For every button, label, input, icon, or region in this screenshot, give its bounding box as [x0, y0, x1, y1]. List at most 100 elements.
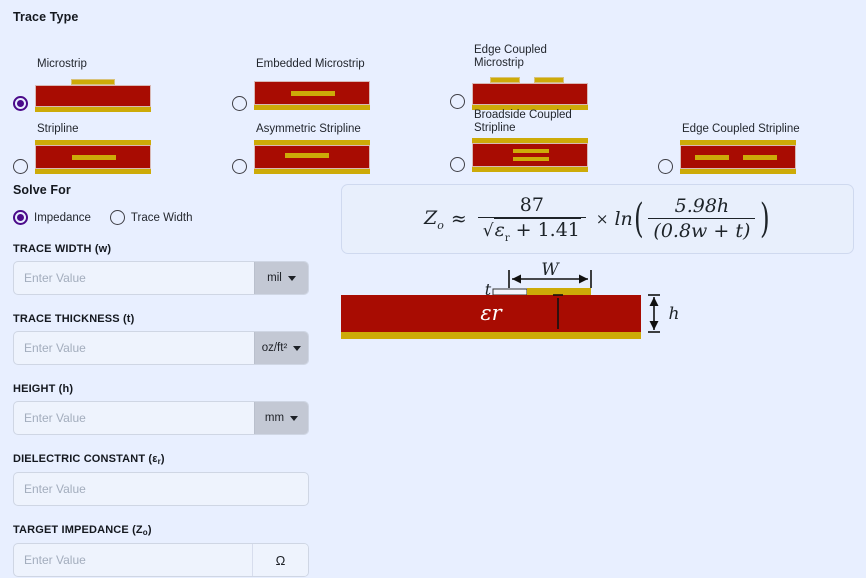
- trace-option-edge-coupled-stripline[interactable]: Edge Coupled Stripline: [658, 123, 800, 174]
- field-dielectric-constant[interactable]: [13, 472, 309, 506]
- input-dielectric-constant[interactable]: [14, 473, 308, 505]
- xs-ground-plane: [35, 106, 151, 112]
- radio-asymmetric-stripline[interactable]: [232, 158, 247, 174]
- xs-signal-trace: [285, 152, 329, 158]
- formula-inner-denominator: (0.8w + t): [648, 218, 756, 242]
- xs-ground-plane-top: [472, 138, 588, 143]
- solve-for-title: Solve For: [13, 183, 71, 197]
- trace-option-label: Microstrip: [37, 58, 87, 70]
- xs-ground-plane-bottom: [35, 168, 151, 174]
- impedance-formula: Zo ≈ 87 √εr + 1.41 × ln ( 5.98h (0.8w + …: [424, 194, 771, 244]
- input-target-impedance[interactable]: [14, 544, 252, 576]
- field-trace-width[interactable]: mil: [13, 261, 309, 295]
- microstrip-cross-section: [35, 75, 151, 112]
- stripline-cross-section: [35, 139, 151, 174]
- formula-approx: ≈: [450, 207, 467, 230]
- unit-select-trace-width[interactable]: mil: [254, 262, 308, 294]
- label-epsilon-r: εr: [480, 301, 503, 325]
- xs-ground-plane: [254, 104, 370, 110]
- field-height[interactable]: mm: [13, 401, 309, 435]
- chevron-down-icon: [293, 345, 302, 351]
- field-trace-thickness[interactable]: oz/ft²: [13, 331, 309, 365]
- solve-option-impedance[interactable]: Impedance: [13, 210, 91, 225]
- trace-option-broadside-coupled-stripline[interactable]: Broadside Coupled Stripline: [450, 109, 588, 172]
- xs-ground-plane-top: [35, 139, 151, 145]
- xs-dielectric: [472, 143, 588, 167]
- xs-signal-trace: [72, 154, 116, 160]
- xs-dielectric: [254, 144, 370, 169]
- xs-signal-trace-lower: [513, 157, 549, 161]
- solve-for-section: Solve For Impedance Trace Width TRACE WI…: [13, 183, 313, 577]
- xs-signal-trace: [291, 90, 335, 96]
- trace-option-label: Edge Coupled Stripline: [682, 123, 800, 135]
- field-target-impedance[interactable]: Ω: [13, 543, 309, 577]
- radio-broadside-coupled-stripline[interactable]: [450, 157, 465, 172]
- xs-dielectric: [254, 80, 370, 105]
- xs-dielectric: [35, 144, 151, 169]
- formula-denominator: √εr + 1.41: [477, 217, 586, 244]
- trace-option-microstrip[interactable]: Microstrip: [13, 58, 151, 112]
- trace-option-label: Broadside Coupled Stripline: [474, 109, 572, 134]
- label-dielectric-constant: DIELECTRIC CONSTANT (εr): [13, 453, 165, 466]
- radio-stripline[interactable]: [13, 158, 28, 174]
- xs-ground-plane-bottom: [680, 168, 796, 174]
- label-trace-thickness: TRACE THICKNESS (t): [13, 313, 135, 325]
- xs-signal-trace-right: [534, 77, 564, 83]
- xs-signal-trace-left: [490, 77, 520, 83]
- trace-type-options: Microstrip Embedded Microstrip: [13, 36, 853, 186]
- unit-label: oz/ft²: [261, 342, 288, 354]
- trace-type-section: Trace Type Microstrip Embedded Microstri…: [13, 10, 853, 186]
- radio-impedance[interactable]: [13, 210, 28, 225]
- label-trace-width: TRACE WIDTH (w): [13, 243, 112, 255]
- unit-label: mm: [264, 412, 285, 424]
- xs-dielectric: [680, 144, 796, 169]
- xs-ground-plane-top: [254, 139, 370, 145]
- formula-ln: ln: [614, 207, 633, 230]
- label-target-impedance: TARGET IMPEDANCE (Zo): [13, 524, 152, 537]
- label-t: t: [485, 280, 492, 299]
- xs-ground-plane-top: [680, 139, 796, 145]
- label-w: W: [541, 262, 560, 280]
- label-h: h: [669, 304, 680, 324]
- radio-microstrip[interactable]: [13, 95, 28, 111]
- chevron-down-icon: [290, 415, 299, 421]
- formula-main-fraction: 87 √εr + 1.41: [477, 194, 586, 244]
- unit-label: mil: [267, 272, 282, 284]
- edge-coupled-microstrip-cross-section: [472, 73, 588, 110]
- formula-inner-numerator: 5.98h: [674, 195, 730, 218]
- xs-signal-trace: [71, 78, 115, 85]
- formula-times: ×: [595, 209, 609, 228]
- unit-select-trace-thickness[interactable]: oz/ft²: [254, 332, 308, 364]
- trace-option-stripline[interactable]: Stripline: [13, 123, 151, 174]
- solve-option-label: Impedance: [34, 211, 91, 224]
- trace-option-label: Edge Coupled Microstrip: [474, 44, 547, 69]
- edge-coupled-stripline-cross-section: [680, 139, 796, 174]
- radio-edge-coupled-stripline[interactable]: [658, 158, 673, 174]
- formula-panel: Zo ≈ 87 √εr + 1.41 × ln ( 5.98h (0.8w + …: [341, 184, 854, 254]
- radical-icon: √: [482, 221, 494, 242]
- input-height[interactable]: [14, 402, 254, 434]
- trace-option-asymmetric-stripline[interactable]: Asymmetric Stripline: [232, 123, 370, 174]
- radio-edge-coupled-microstrip[interactable]: [450, 94, 465, 109]
- xs-dielectric: [472, 83, 588, 105]
- input-trace-thickness[interactable]: [14, 332, 254, 364]
- microstrip-diagram-svg: W t εr h: [341, 260, 680, 339]
- radio-trace-width[interactable]: [109, 210, 125, 225]
- trace-option-edge-coupled-microstrip[interactable]: Edge Coupled Microstrip: [450, 44, 588, 110]
- xs-ground-plane-bottom: [472, 167, 588, 172]
- input-trace-width[interactable]: [14, 262, 254, 294]
- unit-static-ohm: Ω: [252, 544, 308, 576]
- label-height: HEIGHT (h): [13, 383, 74, 395]
- solve-option-label: Trace Width: [130, 211, 193, 224]
- xs-ground-plane-bottom: [254, 168, 370, 174]
- solve-option-trace-width[interactable]: Trace Width: [109, 210, 193, 225]
- formula-lhs: Zo: [424, 206, 444, 232]
- radio-embedded-microstrip[interactable]: [232, 95, 247, 111]
- unit-label: Ω: [275, 552, 286, 568]
- unit-select-height[interactable]: mm: [254, 402, 308, 434]
- trace-option-embedded-microstrip[interactable]: Embedded Microstrip: [232, 58, 370, 111]
- microstrip-diagram: W t εr h: [341, 260, 854, 357]
- xs-signal-trace-right: [743, 154, 777, 160]
- trace-option-label: Asymmetric Stripline: [256, 123, 361, 135]
- broadside-coupled-stripline-cross-section: [472, 138, 588, 172]
